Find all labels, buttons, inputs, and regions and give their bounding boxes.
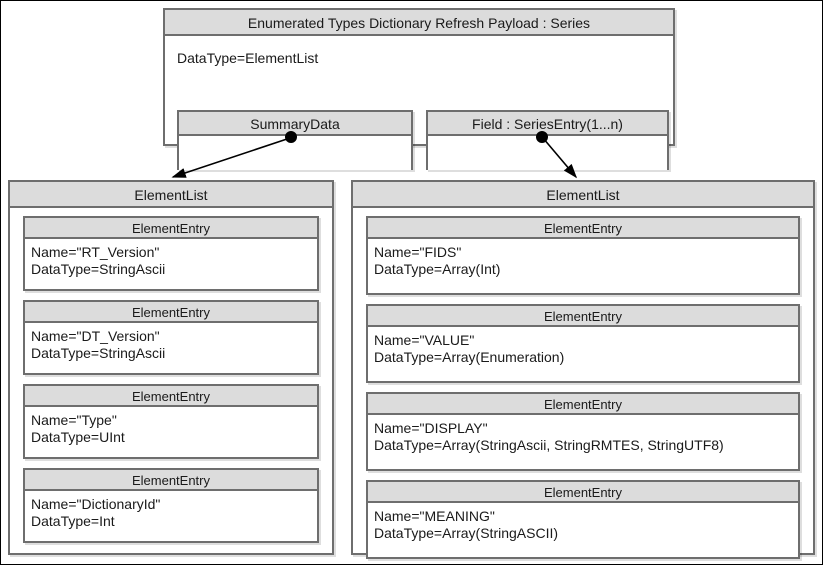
element-entry-name: Name="DictionaryId" bbox=[31, 496, 161, 512]
element-entry-body: Name="DT_Version" DataType=StringAscii bbox=[25, 323, 317, 373]
element-entry-title: ElementEntry bbox=[25, 302, 317, 323]
element-entry-title: ElementEntry bbox=[368, 482, 798, 503]
element-entry-body: Name="MEANING" DataType=Array(StringASCI… bbox=[368, 503, 798, 557]
summarydata-title: SummaryData bbox=[179, 112, 411, 136]
summary-elementlist-box: ElementList ElementEntry Name="RT_Versio… bbox=[8, 180, 334, 555]
element-entry-body: Name="RT_Version" DataType=StringAscii bbox=[25, 239, 317, 289]
field-body bbox=[428, 136, 667, 170]
element-entry: ElementEntry Name="DT_Version" DataType=… bbox=[23, 300, 319, 375]
summarydata-box: SummaryData bbox=[177, 110, 413, 170]
element-entry-title: ElementEntry bbox=[25, 470, 317, 491]
element-entry-body: Name="Type" DataType=UInt bbox=[25, 407, 317, 457]
element-entry-datatype: DataType=Array(StringASCII) bbox=[374, 525, 559, 541]
field-elementlist-title: ElementList bbox=[353, 182, 813, 208]
element-entry: ElementEntry Name="DictionaryId" DataTyp… bbox=[23, 468, 319, 543]
element-entry-body: Name="DictionaryId" DataType=Int bbox=[25, 491, 317, 541]
payload-datatype-label: DataType=ElementList bbox=[177, 50, 319, 66]
summary-elementlist-body: ElementEntry Name="RT_Version" DataType=… bbox=[10, 208, 332, 553]
element-entry-datatype: DataType=Array(StringAscii, StringRMTES,… bbox=[374, 437, 724, 453]
payload-body: DataType=ElementList SummaryData Field :… bbox=[165, 36, 673, 170]
element-entry-name: Name="Type" bbox=[31, 412, 117, 428]
element-entry-body: Name="FIDS" DataType=Array(Int) bbox=[368, 239, 798, 293]
element-entry-datatype: DataType=Int bbox=[31, 513, 115, 529]
element-entry: ElementEntry Name="FIDS" DataType=Array(… bbox=[366, 216, 800, 295]
element-entry: ElementEntry Name="VALUE" DataType=Array… bbox=[366, 304, 800, 383]
element-entry-name: Name="MEANING" bbox=[374, 508, 495, 524]
element-entry-datatype: DataType=Array(Int) bbox=[374, 261, 501, 277]
element-entry-body: Name="VALUE" DataType=Array(Enumeration) bbox=[368, 327, 798, 381]
element-entry: ElementEntry Name="MEANING" DataType=Arr… bbox=[366, 480, 800, 559]
element-entry-name: Name="RT_Version" bbox=[31, 244, 160, 260]
field-title: Field : SeriesEntry(1...n) bbox=[428, 112, 667, 136]
element-entry-datatype: DataType=StringAscii bbox=[31, 345, 166, 361]
element-entry-title: ElementEntry bbox=[368, 306, 798, 327]
field-elementlist-body: ElementEntry Name="FIDS" DataType=Array(… bbox=[353, 208, 813, 559]
element-entry-title: ElementEntry bbox=[368, 218, 798, 239]
element-entry-name: Name="FIDS" bbox=[374, 244, 462, 260]
element-entry-name: Name="VALUE" bbox=[374, 332, 475, 348]
element-entry-title: ElementEntry bbox=[25, 386, 317, 407]
element-entry: ElementEntry Name="Type" DataType=UInt bbox=[23, 384, 319, 459]
element-entry-name: Name="DISPLAY" bbox=[374, 420, 488, 436]
summarydata-body bbox=[179, 136, 411, 170]
element-entry: ElementEntry Name="RT_Version" DataType=… bbox=[23, 216, 319, 291]
payload-box: Enumerated Types Dictionary Refresh Payl… bbox=[163, 8, 675, 170]
field-box: Field : SeriesEntry(1...n) bbox=[426, 110, 669, 170]
element-entry-title: ElementEntry bbox=[368, 394, 798, 415]
element-entry-name: Name="DT_Version" bbox=[31, 328, 160, 344]
element-entry-body: Name="DISPLAY" DataType=Array(StringAsci… bbox=[368, 415, 798, 469]
element-entry-datatype: DataType=UInt bbox=[31, 429, 125, 445]
summary-elementlist-title: ElementList bbox=[10, 182, 332, 208]
field-elementlist-box: ElementList ElementEntry Name="FIDS" Dat… bbox=[351, 180, 815, 559]
element-entry-datatype: DataType=StringAscii bbox=[31, 261, 166, 277]
element-entry-datatype: DataType=Array(Enumeration) bbox=[374, 349, 565, 365]
element-entry-title: ElementEntry bbox=[25, 218, 317, 239]
payload-title: Enumerated Types Dictionary Refresh Payl… bbox=[165, 10, 673, 36]
element-entry: ElementEntry Name="DISPLAY" DataType=Arr… bbox=[366, 392, 800, 471]
